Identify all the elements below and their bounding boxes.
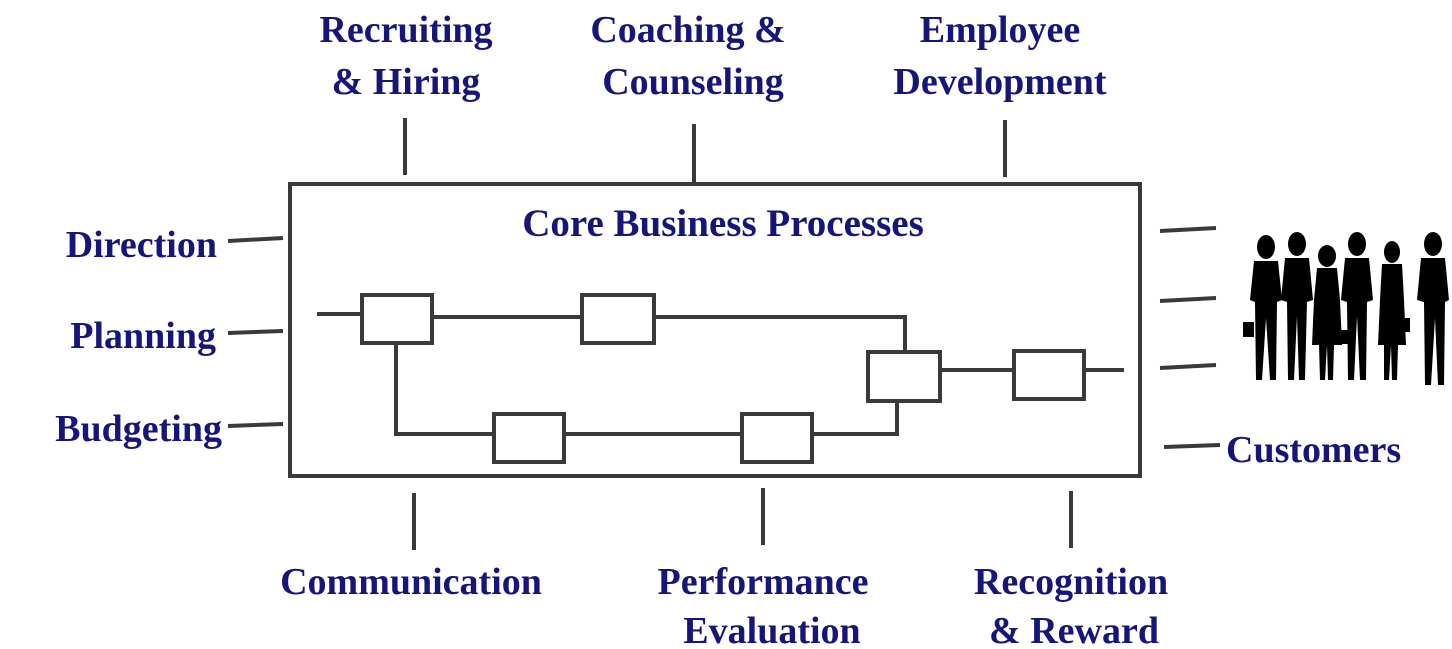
flow-4-5 [812,401,899,436]
flow-1-3 [394,343,494,436]
label-customers: Customers [1226,429,1401,471]
connector-right-2 [1159,296,1217,303]
process-box-2 [580,293,656,345]
label-planning: Planning [70,315,216,357]
person-silhouette-icon [1312,245,1342,380]
process-flow [317,312,1124,436]
label-performance-line2: Evaluation [683,610,860,649]
customers-silhouette-icon [1243,232,1449,385]
label-development-line2: Development [893,61,1107,103]
process-box-3 [492,412,566,464]
right-connectors [1159,226,1221,449]
label-direction: Direction [66,224,217,266]
label-development-line1: Employee [920,9,1080,51]
label-budgeting: Budgeting [55,408,222,450]
left-connectors [227,236,284,428]
connector-budgeting [227,422,284,428]
process-box-6 [1012,349,1086,401]
process-box-1 [360,293,434,345]
label-coaching-line1: Coaching & [590,9,785,51]
process-boxes [360,293,1086,464]
connector-right-3 [1159,363,1217,370]
label-communication: Communication [280,561,542,603]
person-silhouette-icon [1338,232,1373,380]
core-processes-title: Core Business Processes [522,202,924,245]
person-silhouette-icon [1417,232,1449,385]
top-connectors [403,118,1007,182]
connector-customers [1163,443,1221,449]
connector-right-1 [1159,226,1217,233]
label-recruiting-line1: Recruiting [319,9,492,51]
person-silhouette-icon [1378,241,1410,380]
label-performance-line1: Performance [658,561,869,603]
top-labels: Recruiting & Hiring Coaching & Counselin… [319,9,1106,103]
connector-direction [227,236,284,243]
bottom-connectors [412,488,1073,550]
person-silhouette-icon [1281,232,1313,380]
connector-planning [227,329,284,335]
label-recognition-line2: & Reward [989,610,1159,649]
flow-2-5 [654,315,907,352]
left-labels: Direction Planning Budgeting [55,224,222,450]
process-box-5 [866,350,942,403]
label-recognition-line1: Recognition [974,561,1168,603]
person-silhouette-icon [1243,235,1282,380]
label-coaching-line2: Counseling [602,61,784,103]
label-recruiting-line2: & Hiring [332,61,481,103]
bottom-labels: Communication Performance Evaluation Rec… [280,561,1168,649]
process-box-4 [740,412,814,464]
